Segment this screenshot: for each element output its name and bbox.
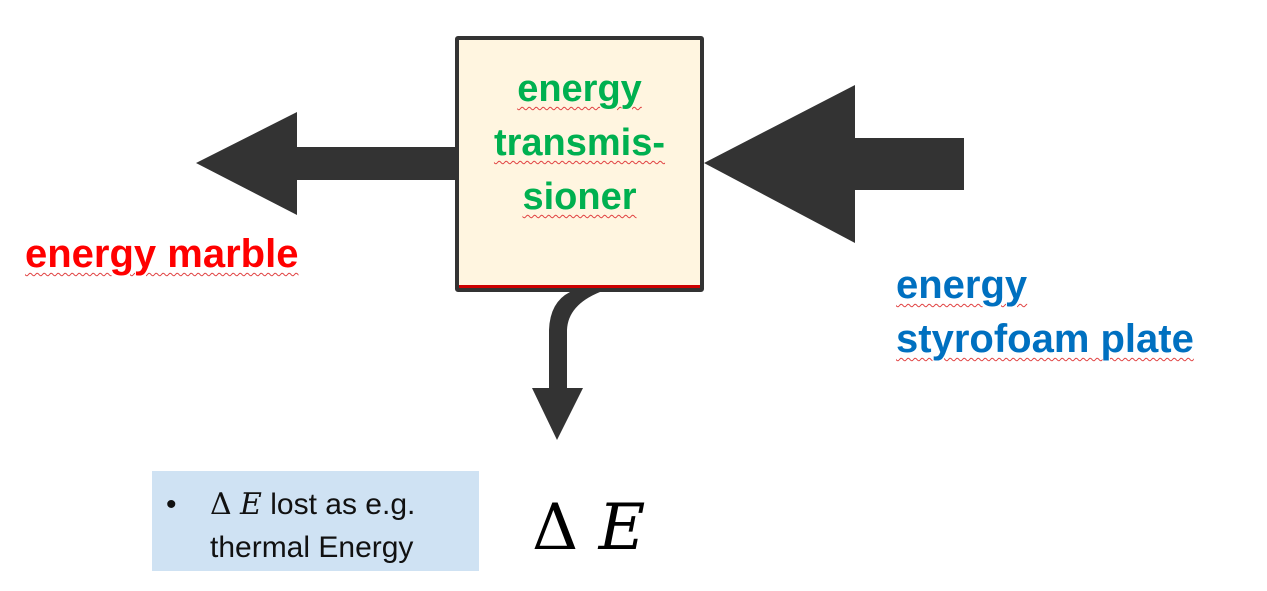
loss-arrow: [532, 292, 600, 440]
box-title: energy transmis- sioner: [459, 62, 700, 224]
box-bottom-accent: [459, 285, 700, 288]
energy-marble-label: energy marble: [25, 232, 299, 276]
box-title-line-1: energy: [517, 68, 642, 110]
delta-e-symbol: Δ E: [532, 488, 645, 568]
note-text: Δ E lost as e.g. thermal Energy: [210, 483, 415, 569]
energy-styrofoam-line-1: energy: [896, 263, 1028, 307]
note-line-2: thermal Energy: [210, 531, 414, 564]
energy-styrofoam-label: energy styrofoam plate: [896, 258, 1194, 366]
energy-transmissioner-box: energy transmis- sioner: [455, 36, 704, 292]
energy-styrofoam-line-2: styrofoam plate: [896, 317, 1194, 361]
energy-loss-note: • Δ E lost as e.g. thermal Energy: [152, 471, 479, 571]
box-title-line-2: transmis-: [493, 122, 666, 164]
input-arrow: [704, 85, 964, 243]
box-title-line-3: sioner: [522, 176, 637, 218]
output-arrow: [196, 112, 458, 215]
note-variable: E: [240, 487, 262, 522]
delta-symbol: Δ: [532, 491, 579, 565]
e-symbol: E: [598, 491, 646, 565]
note-line-1: lost as e.g.: [270, 488, 416, 521]
note-delta: Δ: [210, 487, 232, 522]
bullet-icon: •: [166, 488, 177, 521]
